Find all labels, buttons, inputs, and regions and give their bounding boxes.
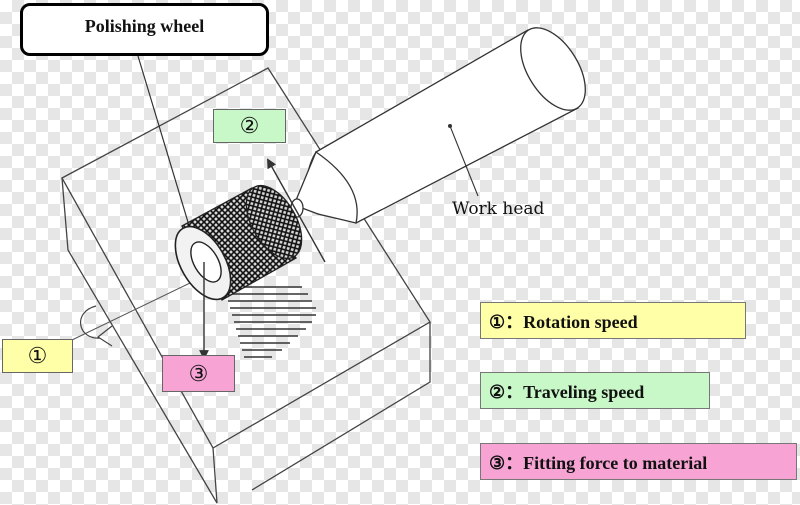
- workhead-leader-line: [449, 125, 479, 197]
- wheel-bore: [190, 241, 222, 283]
- wheel-far-face: [245, 185, 303, 259]
- work-head: [290, 27, 586, 224]
- legend-rotation-text: ①：Rotation speed: [489, 311, 638, 332]
- rotation-arrow: [79, 305, 101, 339]
- rotation-arrow-head: [96, 325, 113, 347]
- block-right-face: [251, 322, 431, 491]
- work-head-end: [520, 27, 586, 111]
- marker-force: ③: [162, 355, 235, 392]
- traveling-arrow: [267, 158, 326, 263]
- work-head-label: Work head: [452, 199, 545, 219]
- marker-force-label: ③: [188, 360, 209, 386]
- polishing-wheel-title: Polishing wheel: [84, 16, 205, 36]
- polishing-wheel: [174, 185, 303, 301]
- polishing-wheel-title-box: Polishing wheel: [20, 3, 269, 56]
- block-left-face: [61, 177, 218, 504]
- marker-rotation: ①: [2, 339, 73, 373]
- block-front-edge: [212, 447, 218, 504]
- wheel-shadow-hatch: [220, 286, 316, 358]
- legend-rotation-speed: ①：Rotation speed: [480, 302, 746, 339]
- marker-traveling-label: ②: [239, 113, 260, 138]
- legend-fitting-force: ③：Fitting force to material: [480, 443, 797, 480]
- legend-force-text: ③：Fitting force to material: [489, 452, 708, 473]
- legend-traveling-text: ②：Traveling speed: [489, 381, 645, 402]
- marker-traveling: ②: [213, 109, 286, 143]
- marker-rotation-label: ①: [27, 343, 48, 368]
- workhead-leader-dot: [448, 124, 452, 128]
- legend-traveling-speed: ②：Traveling speed: [480, 372, 710, 409]
